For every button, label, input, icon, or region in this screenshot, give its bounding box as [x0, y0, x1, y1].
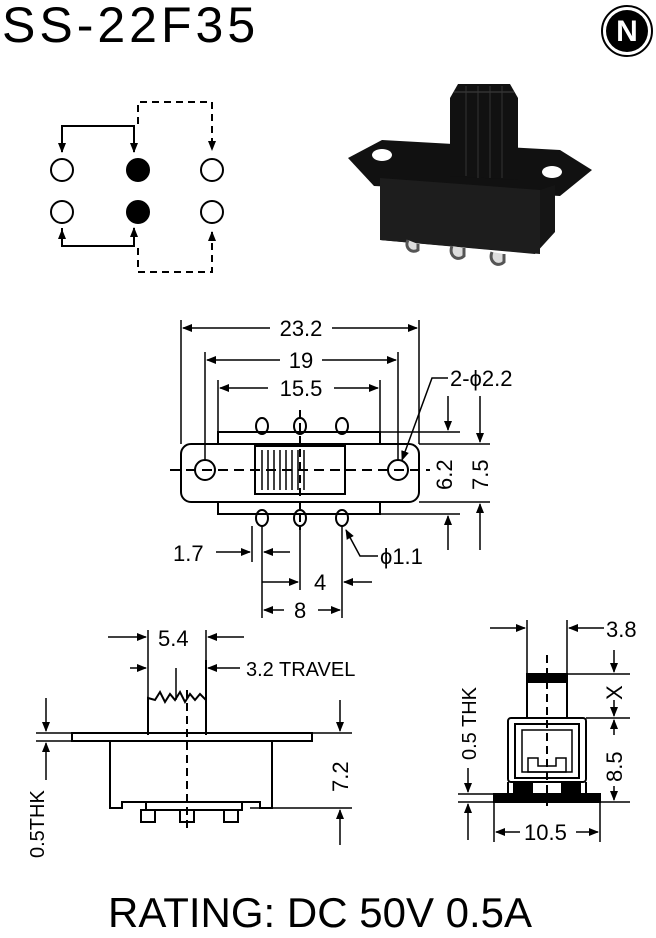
- logo-letter: N: [616, 15, 638, 48]
- dim-body-width: 15.5: [280, 376, 323, 401]
- dim-end-actuator-width: 3.8: [606, 617, 637, 642]
- dim-pin-dia: ϕ1.1: [380, 544, 423, 569]
- dim-side-thickness: 0.5THK: [27, 790, 49, 858]
- rating-label: RATING: DC 50V 0.5A: [108, 889, 533, 936]
- dim-actuator-width: 5.4: [158, 626, 189, 651]
- dim-mount-holes: 2-ϕ2.2: [450, 366, 512, 391]
- dim-body-height: 6.2: [432, 459, 457, 490]
- dim-flange-height: 7.5: [468, 459, 493, 490]
- dim-overall-width: 23.2: [280, 316, 323, 341]
- dim-side-body-height: 7.2: [328, 761, 353, 792]
- dim-pin-pitch: 4: [314, 570, 326, 595]
- top-view-drawing: [170, 320, 490, 618]
- dim-end-body-height: 8.5: [602, 751, 627, 782]
- dim-end-thickness: 0.5 THK: [459, 686, 481, 760]
- switch-product-image: [348, 84, 592, 266]
- part-number-title: SS-22F35: [2, 0, 260, 53]
- brand-logo: N: [601, 5, 653, 57]
- switch-schematic: [50, 101, 224, 273]
- dim-travel: 3.2 TRAVEL: [246, 659, 355, 681]
- dim-edge-offset: 1.7: [173, 541, 204, 566]
- dim-pin-span: 8: [294, 598, 306, 623]
- side-view-drawing: [36, 630, 352, 845]
- end-view-drawing: [458, 620, 630, 842]
- dim-actuator-height: X: [602, 685, 627, 700]
- dim-base-width: 10.5: [524, 820, 567, 845]
- dim-hole-pitch: 19: [289, 348, 313, 373]
